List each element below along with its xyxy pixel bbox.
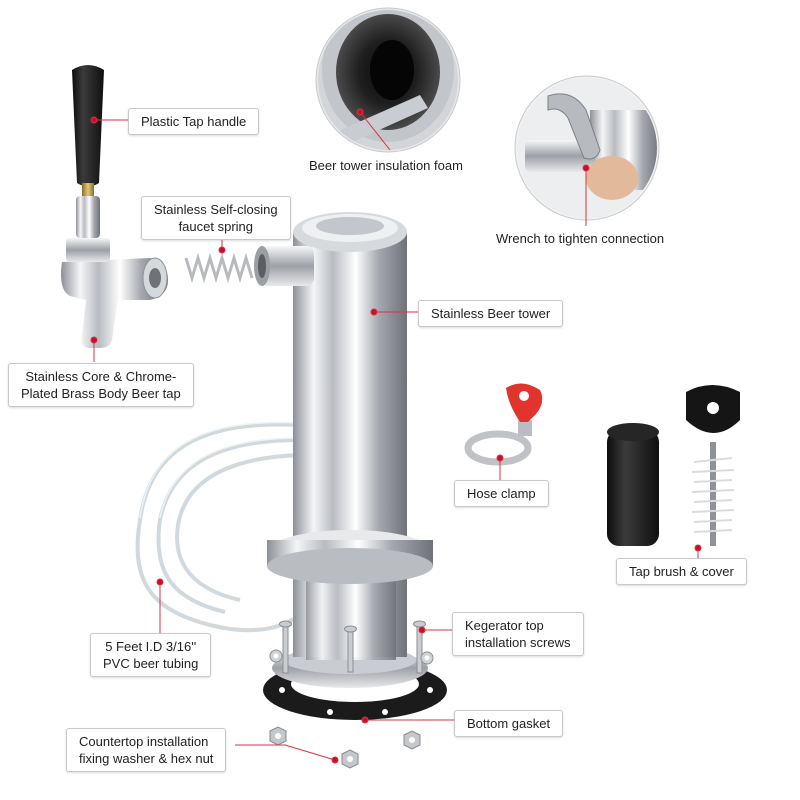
label-beer-tower: Stainless Beer tower [418,300,564,327]
label-tap-brush: Tap brush & cover [616,558,747,585]
label-faucet-spring-line1: Stainless Self-closing [154,202,278,217]
label-bottom-gasket: Bottom gasket [454,710,564,737]
insulation-foam-inset [315,7,461,153]
label-washer-hex-nut-line1: Countertop installation [79,734,209,749]
label-installation-screws-line1: Kegerator top [465,618,544,633]
label-wrench: Wrench to tighten connection [484,226,677,251]
tap-brush [686,385,740,546]
beer-tower [254,212,433,660]
beer-faucet [61,196,168,348]
hose-clamp [464,383,543,466]
tap-cover [607,423,659,546]
label-installation-screws-line2: installation screws [465,635,571,650]
label-faucet-spring: Stainless Self-closing faucet spring [141,196,291,240]
label-beer-tap-line1: Stainless Core & Chrome- [25,369,177,384]
label-washer-hex-nut: Countertop installation fixing washer & … [66,728,227,772]
label-beer-tap: Stainless Core & Chrome- Plated Brass Bo… [8,363,194,407]
label-plastic-tap-handle: Plastic Tap handle [128,108,260,135]
label-installation-screws: Kegerator top installation screws [452,612,584,656]
label-beer-tubing: 5 Feet I.D 3/16'' PVC beer tubing [90,633,212,677]
faucet-spring [184,252,254,284]
label-beer-tubing-line2: PVC beer tubing [103,656,199,671]
label-hose-clamp: Hose clamp [454,480,549,507]
wrench-inset [514,75,660,221]
washers-and-hex-nuts [269,649,434,769]
label-insulation-foam: Beer tower insulation foam [297,153,475,178]
label-faucet-spring-line2: faucet spring [178,219,253,234]
callout-lines [90,108,702,764]
installation-screws [279,620,426,674]
label-washer-hex-nut-line2: fixing washer & hex nut [79,751,214,766]
plastic-tap-handle [72,65,104,197]
label-beer-tubing-line1: 5 Feet I.D 3/16'' [105,639,197,654]
label-beer-tap-line2: Plated Brass Body Beer tap [21,386,181,401]
